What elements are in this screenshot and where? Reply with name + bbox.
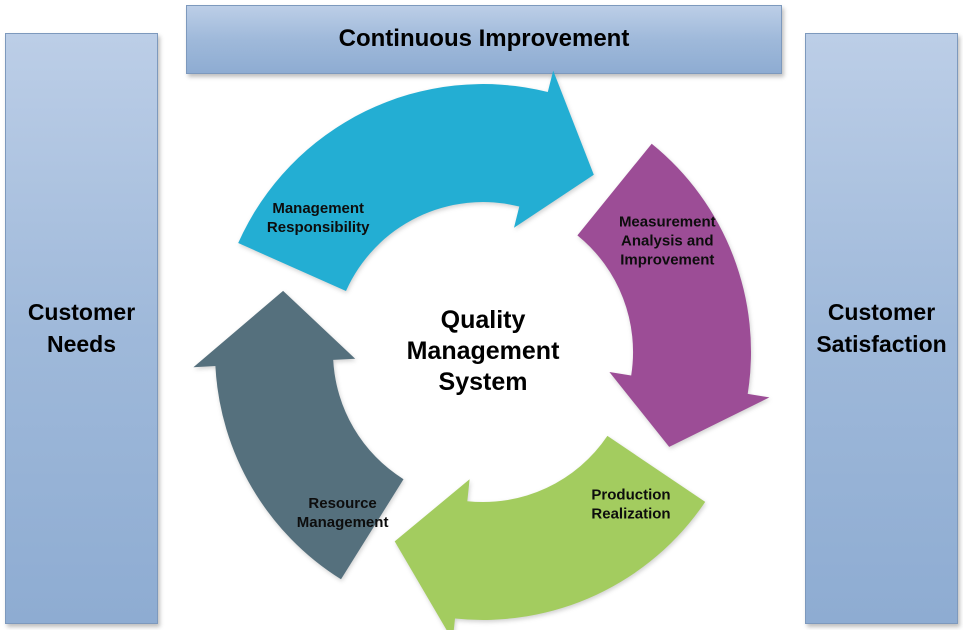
production-realization-arrow: [394, 435, 706, 630]
continuous-improvement-banner: Continuous Improvement: [186, 5, 782, 74]
resource-management-arrow: [193, 290, 404, 580]
measurement-analysis-and-improvement-arrow: [577, 143, 770, 447]
customer-satisfaction-label: Customer Satisfaction: [816, 299, 947, 357]
customer-needs-label: Customer Needs: [27, 299, 136, 357]
qms-center-title: Quality Management System: [406, 306, 560, 396]
customer-needs-panel: Customer Needs: [5, 33, 158, 624]
continuous-improvement-label: Continuous Improvement: [338, 25, 630, 53]
customer-satisfaction-panel: Customer Satisfaction: [805, 33, 958, 624]
management-responsibility-arrow: [238, 70, 594, 291]
